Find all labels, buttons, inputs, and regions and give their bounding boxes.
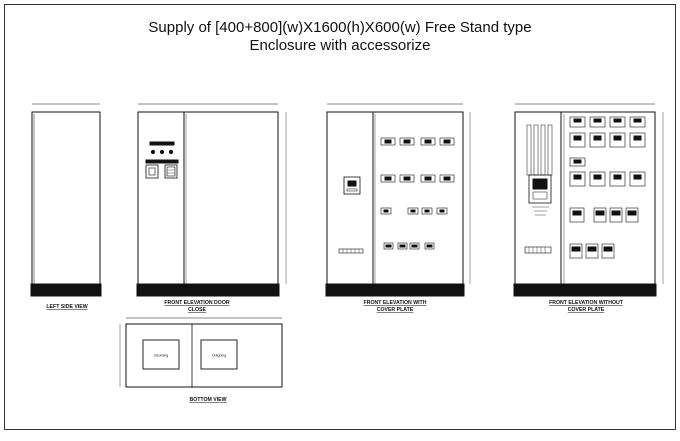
front-without-cover-view (513, 103, 664, 297)
label-left-side-view: LEFT SIDE VIEW (46, 304, 87, 310)
bottom-view (119, 317, 283, 388)
label-front-without-1: FRONT ELEVATION WITHOUT (549, 300, 624, 306)
drawing-title-line2: Enclosure with accessorize (249, 37, 431, 54)
label-front-cover-2: COVER PLATE (377, 307, 414, 313)
left-side-view (30, 103, 102, 297)
drawing-title-line1: Supply of [400+800](w)X1600(h)X600(w) Fr… (148, 19, 532, 36)
label-front-door-close-1: FRONT ELEVATION DOOR (164, 300, 229, 306)
sheet-border (4, 4, 676, 430)
front-cover-plate-view (325, 103, 471, 297)
label-bottom-view: BOTTOM VIEW (189, 397, 226, 403)
label-front-without-2: COVER PLATE (568, 307, 605, 313)
label-front-cover-1: FRONT ELEVATION WITH (364, 300, 427, 306)
incoming-label: Incoming (154, 354, 169, 358)
outgoing-label: Outgoing (212, 354, 227, 358)
label-front-door-close-2: CLOSE (188, 307, 206, 313)
front-door-close-view (136, 103, 287, 297)
